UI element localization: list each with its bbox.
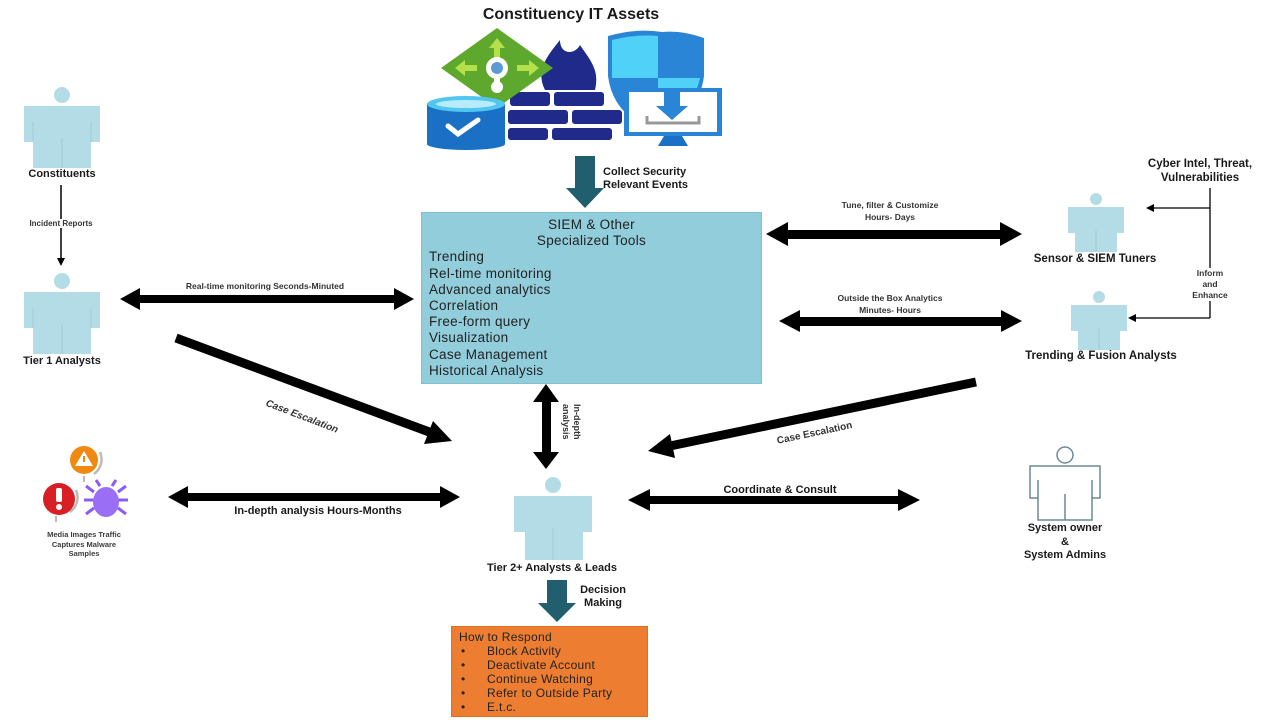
inform-arrowhead-top xyxy=(1146,204,1154,212)
samples-icons xyxy=(43,446,128,522)
siem-item: Case Management xyxy=(429,346,548,362)
outside-box-label: Outside the Box Analytics Minutes- Hours xyxy=(837,293,943,315)
response-item-text: Deactivate Account xyxy=(487,658,596,672)
incident-reports-label: Incident Reports xyxy=(6,219,116,228)
siem-title-line2: Specialized Tools xyxy=(536,233,647,249)
in-depth-vertical-label: In-depth analysis xyxy=(561,404,582,440)
constituents-label: Constituents xyxy=(28,168,96,180)
bullet-icon: • xyxy=(461,672,466,686)
tier1-label: Tier 1 Analysts xyxy=(23,355,101,367)
samples-label: Media Images Traffic Captures Malware Sa… xyxy=(47,530,121,558)
malware-bug-icon xyxy=(84,479,128,517)
coordinate-label: Coordinate & Consult xyxy=(723,484,837,496)
cyber-intel-label: Cyber Intel, Threat, Vulnerabilities xyxy=(1147,158,1253,184)
in-depth-vertical-arrow xyxy=(533,384,559,469)
response-item-text: Continue Watching xyxy=(487,672,594,686)
response-list: • Block Activity • Deactivate Account • Con… xyxy=(459,644,640,714)
tier2-label: Tier 2+ Analysts & Leads xyxy=(487,562,617,574)
response-item-text: E.t.c. xyxy=(487,700,517,714)
siem-item: Trending xyxy=(429,249,485,265)
coordinate-arrow xyxy=(628,489,920,511)
warning-globe-icon xyxy=(70,446,103,482)
response-item: • E.t.c. xyxy=(459,700,640,714)
collect-arrow xyxy=(566,156,604,208)
case-escalation-left-arrow xyxy=(174,333,452,444)
diagram-title: Constituency IT Assets xyxy=(482,6,660,23)
outside-box-arrow xyxy=(779,310,1022,332)
tune-arrow xyxy=(766,222,1022,246)
response-item: • Deactivate Account xyxy=(459,658,640,672)
response-title: How to Respond xyxy=(459,630,552,644)
inform-arrowhead-bottom xyxy=(1128,314,1136,322)
bullet-icon: • xyxy=(461,644,466,658)
siem-item: Historical Analysis xyxy=(429,362,544,378)
response-item: • Block Activity xyxy=(459,644,640,658)
error-globe-icon xyxy=(43,483,79,522)
fusion-label: Trending & Fusion Analysts xyxy=(1025,350,1177,362)
siem-title-line1: SIEM & Other xyxy=(548,217,635,232)
decision-arrow xyxy=(538,580,576,622)
siem-tools-box: SIEM & Other Specialized Tools Trending … xyxy=(421,212,762,384)
collect-label: Collect Security Relevant Events xyxy=(603,166,688,191)
tier2-person-icon xyxy=(512,476,594,560)
tune-label: Tune, filter & Customize Hours- Days xyxy=(841,200,939,222)
siem-item: Rel-time monitoring xyxy=(429,265,552,281)
response-item-text: Block Activity xyxy=(487,644,562,658)
bullet-icon: • xyxy=(461,700,466,714)
in-depth-hours-arrow xyxy=(168,486,460,508)
siem-item: Advanced analytics xyxy=(429,281,551,297)
siem-item: Free-form query xyxy=(429,314,531,330)
tuners-label: Sensor & SIEM Tuners xyxy=(1033,253,1157,265)
bullet-icon: • xyxy=(461,658,466,672)
inform-label: Inform and Enhance xyxy=(1180,268,1240,301)
siem-item: Visualization xyxy=(429,330,509,346)
realtime-label: Real-time monitoring Seconds-Minuted xyxy=(185,281,345,291)
response-box: How to Respond • Block Activity • Deactiva… xyxy=(451,626,648,717)
constituents-person-icon xyxy=(22,86,102,168)
response-item: • Refer to Outside Party xyxy=(459,686,640,700)
response-item-text: Refer to Outside Party xyxy=(487,686,613,700)
siem-item: Correlation xyxy=(429,298,499,314)
decision-label: Decision Making xyxy=(580,584,626,609)
in-depth-hours-label: In-depth analysis Hours-Months xyxy=(234,505,402,517)
response-item: • Continue Watching xyxy=(459,672,640,686)
system-owner-person-icon xyxy=(1028,446,1102,522)
fusion-person-icon xyxy=(1070,290,1128,350)
system-owner-label: System owner & System Admins xyxy=(1023,522,1107,561)
realtime-arrow xyxy=(120,288,414,310)
tier1-person-icon xyxy=(22,272,102,354)
tuners-person-icon xyxy=(1067,192,1125,252)
bullet-icon: • xyxy=(461,686,466,700)
case-escalation-right-arrow xyxy=(648,377,977,458)
